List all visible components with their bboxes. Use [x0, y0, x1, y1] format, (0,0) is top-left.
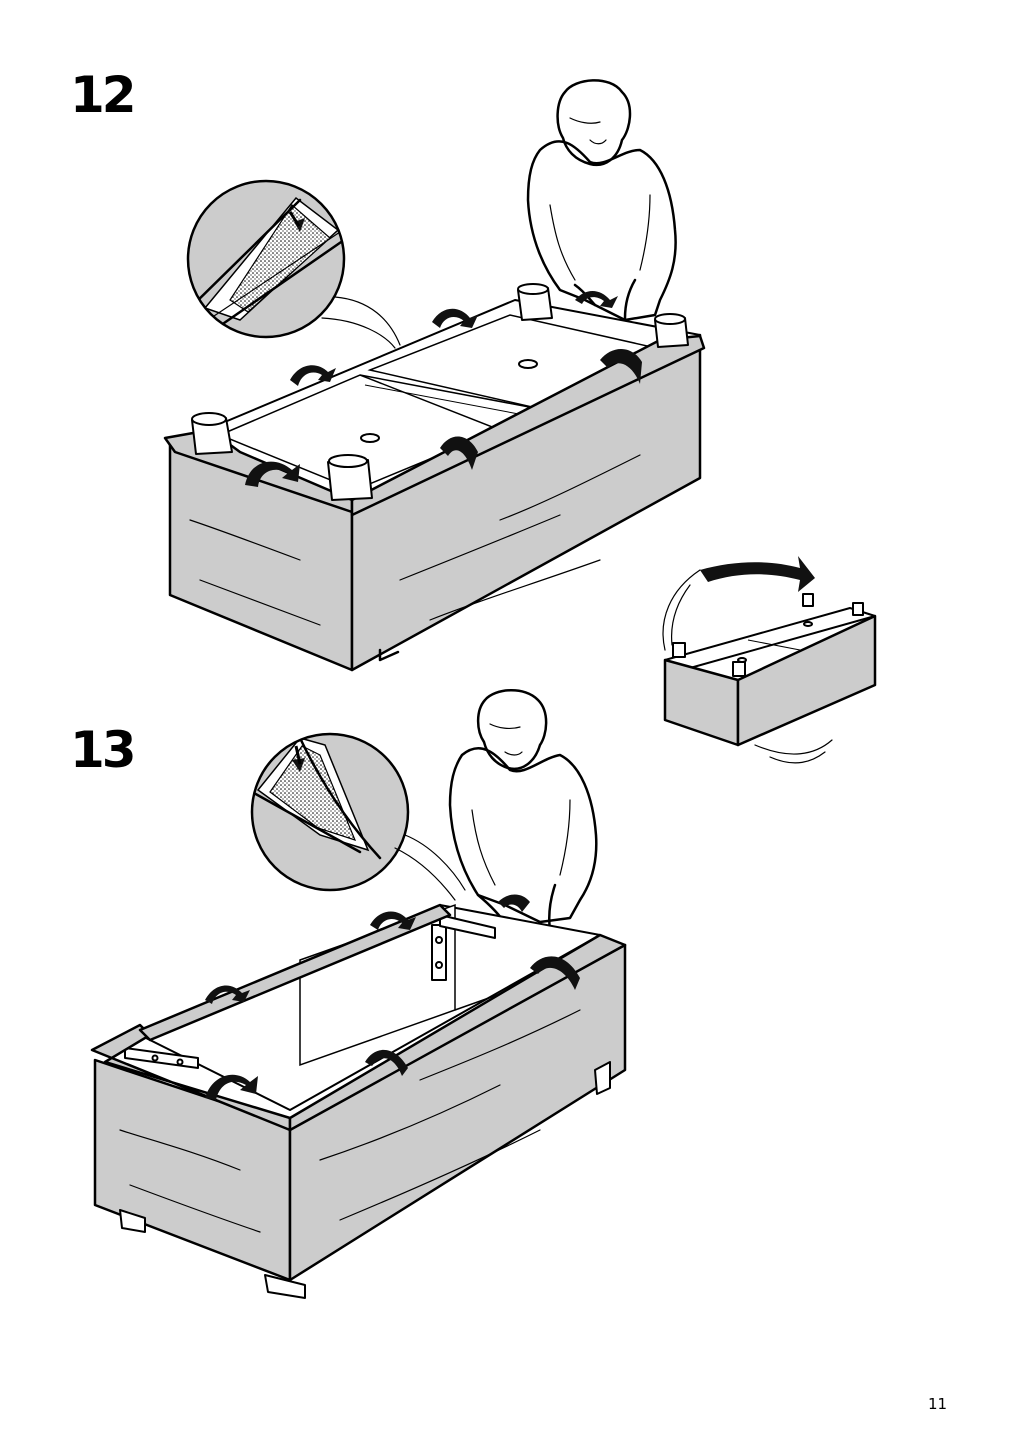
step-13-bracket	[124, 914, 496, 1069]
step-12-fold-arrows	[245, 291, 642, 487]
step-12-number: 12	[70, 66, 137, 124]
step-13-sofa-frame	[90, 894, 627, 1299]
step-13-fold-arrows	[205, 894, 580, 1100]
step-12-person	[526, 79, 677, 322]
step-12-illustration	[163, 79, 877, 764]
step-12-sofa-frame	[163, 283, 706, 672]
step-12-detail-zoom	[186, 179, 401, 349]
step-13-detail-zoom	[250, 732, 466, 901]
step-13-number: 13	[70, 721, 137, 779]
step-13-illustration	[90, 689, 627, 1299]
step-13-person	[448, 689, 598, 932]
page-number: 11	[928, 1395, 948, 1413]
step-13-legs	[119, 1061, 611, 1299]
step-12-legs	[191, 283, 689, 501]
step-12-turn-over-inset	[662, 556, 877, 764]
